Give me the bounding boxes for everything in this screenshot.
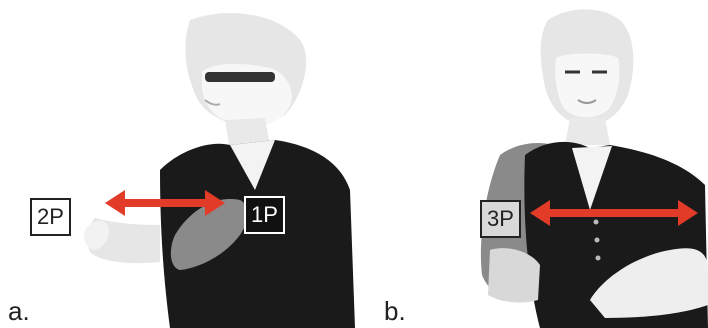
panel-letter-b: b. [384, 298, 406, 324]
panel-letter-a: a. [8, 298, 30, 324]
panel-b: 3P b. [360, 0, 708, 328]
arrow-a [0, 0, 360, 328]
label-2p: 2P [30, 198, 71, 236]
arrow-b [360, 0, 708, 328]
panel-a: 2P 1P a. [0, 0, 360, 328]
label-1p: 1P [244, 196, 285, 234]
label-3p: 3P [480, 200, 521, 238]
